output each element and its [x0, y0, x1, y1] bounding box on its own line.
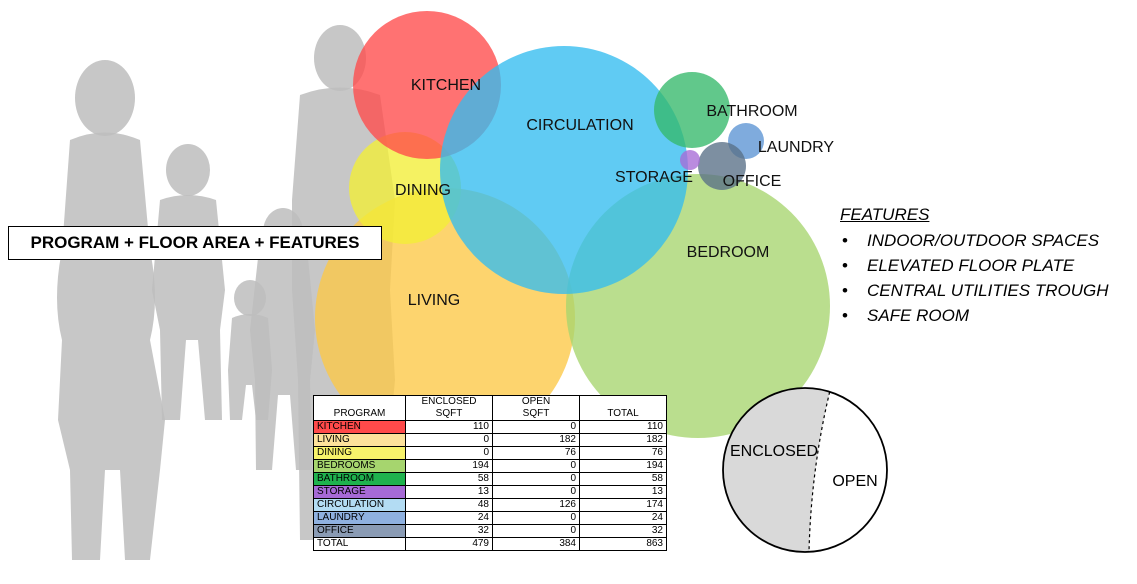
- program-name-cell: TOTAL: [313, 537, 406, 551]
- enclosed-sqft-cell: 24: [405, 511, 493, 525]
- bubble-bedroom-label: BEDROOM: [687, 244, 770, 261]
- program-name-cell: CIRCULATION: [313, 498, 406, 512]
- bubble-circulation-circle: [440, 46, 688, 294]
- bubble-storage-circle: [680, 150, 700, 170]
- bullet-icon: •: [842, 281, 848, 300]
- bubble-bathroom-circle: [654, 72, 730, 148]
- pie-slice-enclosed: [722, 388, 830, 552]
- feature-item: • ELEVATED FLOOR PLATE: [840, 253, 1137, 278]
- table-header-enclosed: ENCLOSED: [405, 395, 493, 408]
- total-sqft-cell: 58: [579, 472, 667, 486]
- bullet-icon: •: [842, 256, 848, 275]
- table-header-enclosed-sqft: SQFT: [405, 408, 493, 421]
- page-title: PROGRAM + FLOOR AREA + FEATURES: [8, 226, 382, 260]
- bubble-office-label: OFFICE: [723, 173, 782, 190]
- total-sqft-cell: 32: [579, 524, 667, 538]
- bubble-kitchen-label: KITCHEN: [411, 77, 481, 94]
- table-header-empty: [313, 395, 406, 408]
- total-sqft-cell: 182: [579, 433, 667, 447]
- table-header-total: TOTAL: [579, 408, 667, 421]
- feature-item: • SAFE ROOM: [840, 303, 1137, 328]
- feature-item: • CENTRAL UTILITIES TROUGH: [840, 278, 1137, 303]
- bubble-bathroom-label: BATHROOM: [706, 103, 797, 120]
- bubble-storage-label: STORAGE: [615, 169, 693, 186]
- bullet-icon: •: [842, 306, 848, 325]
- table-header-open-sqft: SQFT: [492, 408, 580, 421]
- program-area-table: ENCLOSED OPEN PROGRAM SQFT SQFT TOTAL KI…: [313, 395, 667, 551]
- enclosed-sqft-cell: 48: [405, 498, 493, 512]
- pie-label-open: OPEN: [832, 473, 877, 490]
- program-name-cell: BATHROOM: [313, 472, 406, 486]
- open-sqft-cell: 76: [492, 446, 580, 460]
- enclosed-open-pie-chart: ENCLOSED OPEN: [722, 387, 888, 553]
- open-sqft-cell: 0: [492, 524, 580, 538]
- open-sqft-cell: 182: [492, 433, 580, 447]
- program-name-cell: DINING: [313, 446, 406, 460]
- open-sqft-cell: 0: [492, 472, 580, 486]
- silhouette-toddler: [228, 280, 272, 420]
- feature-label: SAFE ROOM: [867, 306, 970, 325]
- open-sqft-cell: 0: [492, 511, 580, 525]
- open-sqft-cell: 0: [492, 459, 580, 473]
- total-sqft-cell: 194: [579, 459, 667, 473]
- total-sqft-cell: 24: [579, 511, 667, 525]
- total-sqft-cell: 76: [579, 446, 667, 460]
- feature-label: ELEVATED FLOOR PLATE: [867, 256, 1075, 275]
- pie-outline: [722, 387, 888, 553]
- enclosed-sqft-cell: 0: [405, 433, 493, 447]
- total-sqft-cell: 13: [579, 485, 667, 499]
- program-name-cell: LIVING: [313, 433, 406, 447]
- program-name-cell: OFFICE: [313, 524, 406, 538]
- table-header-total-top: [579, 395, 667, 408]
- enclosed-sqft-cell: 13: [405, 485, 493, 499]
- enclosed-sqft-cell: 0: [405, 446, 493, 460]
- pie-split-line: [808, 391, 831, 552]
- bullet-icon: •: [842, 231, 848, 250]
- features-list: FEATURES • INDOOR/OUTDOOR SPACES • ELEVATE…: [840, 204, 1137, 328]
- program-name-cell: BEDROOMS: [313, 459, 406, 473]
- open-sqft-cell: 0: [492, 485, 580, 499]
- pie-label-enclosed: ENCLOSED: [730, 443, 818, 460]
- feature-item: • INDOOR/OUTDOOR SPACES: [840, 228, 1137, 253]
- bubble-dining-label: DINING: [395, 182, 451, 199]
- bubble-dining-circle: [349, 132, 461, 244]
- open-sqft-cell: 0: [492, 420, 580, 434]
- open-sqft-cell: 126: [492, 498, 580, 512]
- bubble-living-label: LIVING: [408, 292, 460, 309]
- program-name-cell: STORAGE: [313, 485, 406, 499]
- enclosed-sqft-cell: 32: [405, 524, 493, 538]
- enclosed-sqft-cell: 479: [405, 537, 493, 551]
- bubble-laundry-label: LAUNDRY: [758, 139, 835, 156]
- table-header-program: PROGRAM: [313, 408, 406, 421]
- total-sqft-cell: 863: [579, 537, 667, 551]
- bubble-circulation-label: CIRCULATION: [526, 117, 633, 134]
- program-name-cell: KITCHEN: [313, 420, 406, 434]
- features-heading: FEATURES: [840, 205, 930, 224]
- open-sqft-cell: 384: [492, 537, 580, 551]
- table-header-open: OPEN: [492, 395, 580, 408]
- enclosed-sqft-cell: 194: [405, 459, 493, 473]
- total-sqft-cell: 174: [579, 498, 667, 512]
- feature-label: CENTRAL UTILITIES TROUGH: [867, 281, 1109, 300]
- feature-label: INDOOR/OUTDOOR SPACES: [867, 231, 1100, 250]
- total-sqft-cell: 110: [579, 420, 667, 434]
- program-name-cell: LAUNDRY: [313, 511, 406, 525]
- enclosed-sqft-cell: 58: [405, 472, 493, 486]
- enclosed-sqft-cell: 110: [405, 420, 493, 434]
- bubble-office-circle: [698, 142, 746, 190]
